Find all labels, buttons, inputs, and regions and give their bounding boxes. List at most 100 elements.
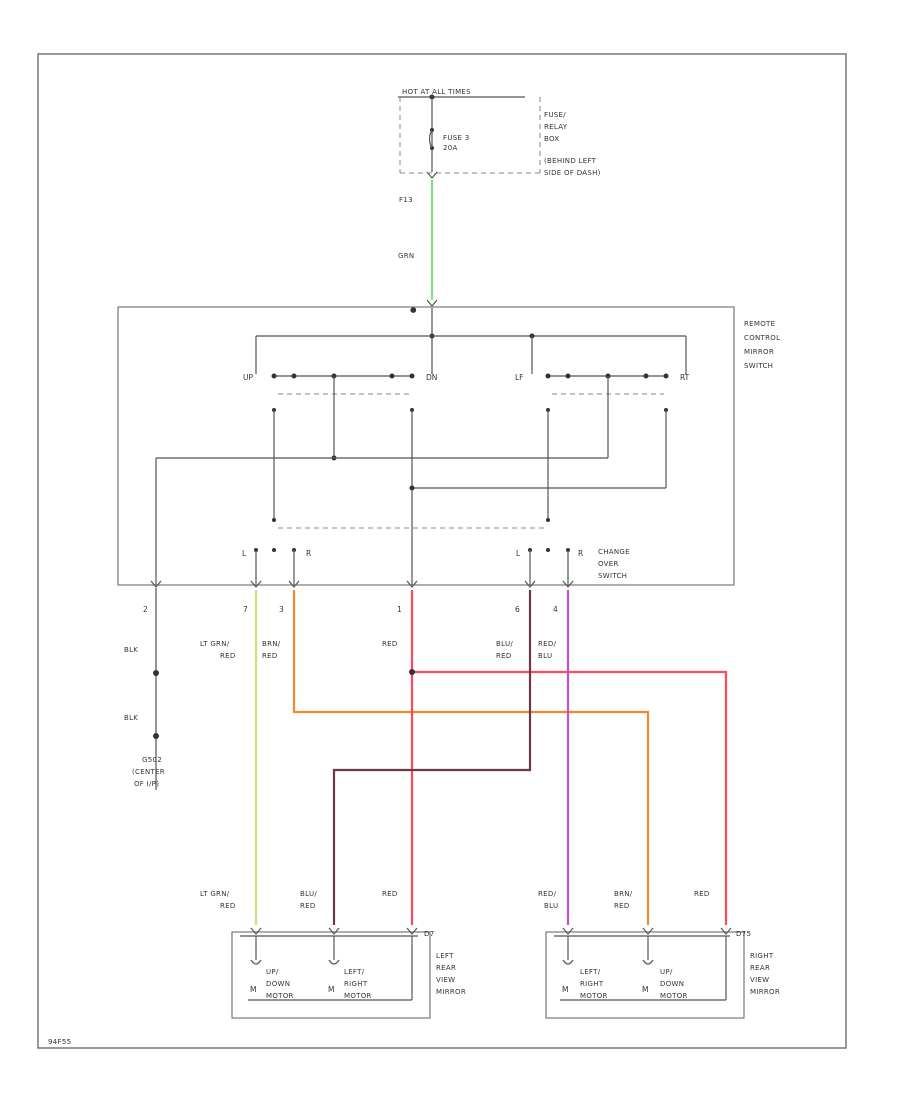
wire-grn-label: GRN <box>398 252 414 260</box>
right-mirror-name: RIGHT REAR VIEW MIRROR <box>750 952 780 996</box>
svg-text:SWITCH: SWITCH <box>598 572 627 580</box>
svg-text:DOWN: DOWN <box>266 980 290 988</box>
right-mirror-terminal: D75 <box>736 930 751 938</box>
svg-text:1: 1 <box>397 605 402 614</box>
svg-text:CHANGE: CHANGE <box>598 548 630 556</box>
wire-red-blu-label-1: RED/ <box>538 640 557 648</box>
svg-text:RED: RED <box>614 902 630 910</box>
svg-text:MIRROR: MIRROR <box>744 348 774 356</box>
pin-numbers: 2 7 3 1 6 4 <box>143 605 558 614</box>
left-mirror-name: LEFT REAR VIEW MIRROR <box>436 952 466 996</box>
change-over-left-l: L <box>242 549 247 558</box>
wire-blu-red-label-1: BLU/ <box>496 640 513 648</box>
svg-text:7: 7 <box>243 605 248 614</box>
wire-blk-label-2: BLK <box>124 714 138 722</box>
svg-text:MIRROR: MIRROR <box>750 988 780 996</box>
right-rear-view-mirror <box>545 931 745 1019</box>
change-over-left-r: R <box>306 549 311 558</box>
ground-location-1: (CENTER <box>132 768 165 776</box>
wire-blu-red <box>332 590 532 925</box>
fuse-rating: 20A <box>443 144 458 152</box>
svg-text:MOTOR: MOTOR <box>660 992 688 1000</box>
right-motor1-tag: M <box>562 985 568 994</box>
switch-down-left: DN <box>426 373 437 382</box>
svg-text:REMOTE: REMOTE <box>744 320 775 328</box>
wire-red-label: RED <box>382 640 398 648</box>
svg-text:RIGHT: RIGHT <box>750 952 774 960</box>
switch-up-left: UP <box>243 373 253 382</box>
left-mirror-terminal: D7 <box>424 930 434 938</box>
svg-text:BLU/: BLU/ <box>300 890 317 898</box>
svg-text:LT GRN/: LT GRN/ <box>200 890 230 898</box>
fuse-label: FUSE 3 <box>443 134 470 142</box>
ground-location-2: OF I/P) <box>134 780 159 788</box>
wire-lt-grn-red-label-2: RED <box>220 652 236 660</box>
svg-text:MOTOR: MOTOR <box>580 992 608 1000</box>
svg-text:RED/: RED/ <box>538 890 557 898</box>
change-over-switch-name: CHANGE OVER SWITCH <box>598 548 630 580</box>
change-over-right-l: L <box>516 549 521 558</box>
fuse-relay-box: HOT AT ALL TIMES FUSE 3 20A FUSE/ RELAY … <box>398 88 601 204</box>
svg-text:REAR: REAR <box>750 964 770 972</box>
change-over-right-r: R <box>578 549 583 558</box>
fuse-box-terminal: F13 <box>399 196 413 204</box>
fuse-box-name-1: FUSE/ <box>544 111 566 119</box>
svg-text:LEFT: LEFT <box>436 952 454 960</box>
remote-control-mirror-switch <box>117 306 735 586</box>
wire-blu-red-label-2: RED <box>496 652 512 660</box>
svg-text:CONTROL: CONTROL <box>744 334 780 342</box>
svg-text:RED: RED <box>382 890 398 898</box>
svg-text:VIEW: VIEW <box>436 976 455 984</box>
remote-switch-name: REMOTE CONTROL MIRROR SWITCH <box>744 320 780 370</box>
svg-text:VIEW: VIEW <box>750 976 769 984</box>
svg-text:MIRROR: MIRROR <box>436 988 466 996</box>
svg-text:OVER: OVER <box>598 560 619 568</box>
switch-right-right: RT <box>680 373 690 382</box>
svg-text:MOTOR: MOTOR <box>266 992 294 1000</box>
left-motor2-tag: M <box>328 985 334 994</box>
svg-text:RED: RED <box>220 902 236 910</box>
svg-text:●: ● <box>410 305 417 314</box>
switch-connector-pins <box>150 580 574 588</box>
svg-text:DOWN: DOWN <box>660 980 684 988</box>
svg-text:4: 4 <box>553 605 558 614</box>
svg-text:REAR: REAR <box>436 964 456 972</box>
svg-text:UP/: UP/ <box>660 968 673 976</box>
svg-text:UP/: UP/ <box>266 968 279 976</box>
fuse-box-name-4: (BEHIND LEFT <box>544 157 597 165</box>
left-mirror-internal: M M UP/ DOWN MOTOR LEFT/ RIGHT MOTOR <box>240 927 418 1001</box>
right-motor2-tag: M <box>642 985 648 994</box>
wire-brn-red-label-1: BRN/ <box>262 640 281 648</box>
svg-text:SWITCH: SWITCH <box>744 362 773 370</box>
wire-blk-label-1: BLK <box>124 646 138 654</box>
fuse-box-header: HOT AT ALL TIMES <box>402 88 471 96</box>
svg-text:LEFT/: LEFT/ <box>580 968 601 976</box>
svg-text:RIGHT: RIGHT <box>344 980 368 988</box>
diagram-frame <box>37 53 847 1049</box>
wire-lt-grn-red-label-1: LT GRN/ <box>200 640 230 648</box>
switch-internal-wiring: UP DN LF RT <box>155 308 690 585</box>
svg-text:RIGHT: RIGHT <box>580 980 604 988</box>
svg-text:6: 6 <box>515 605 520 614</box>
svg-text:RED: RED <box>694 890 710 898</box>
svg-text:RED: RED <box>300 902 316 910</box>
right-mirror-wire-labels: RED/ BLU BRN/ RED RED <box>538 890 710 910</box>
svg-text:BRN/: BRN/ <box>614 890 633 898</box>
svg-text:LEFT/: LEFT/ <box>344 968 365 976</box>
left-rear-view-mirror <box>231 931 431 1019</box>
right-mirror-internal: M M LEFT/ RIGHT MOTOR UP/ DOWN MOTOR <box>554 927 732 1001</box>
svg-text:2: 2 <box>143 605 148 614</box>
fuse-box-name-5: SIDE OF DASH) <box>544 169 601 177</box>
fuse-box-name-2: RELAY <box>544 123 568 131</box>
left-mirror-wire-labels: LT GRN/ RED BLU/ RED RED <box>200 890 398 910</box>
wire-red-branch <box>412 670 728 925</box>
wire-brn-red-label-2: RED <box>262 652 278 660</box>
left-motor1-tag: M <box>250 985 256 994</box>
ground-id: G502 <box>142 756 162 764</box>
switch-left-right: LF <box>515 373 524 382</box>
svg-text:3: 3 <box>279 605 284 614</box>
wire-brn-red <box>292 590 650 925</box>
wire-red-blu-label-2: BLU <box>538 652 552 660</box>
svg-text:BLU: BLU <box>544 902 558 910</box>
